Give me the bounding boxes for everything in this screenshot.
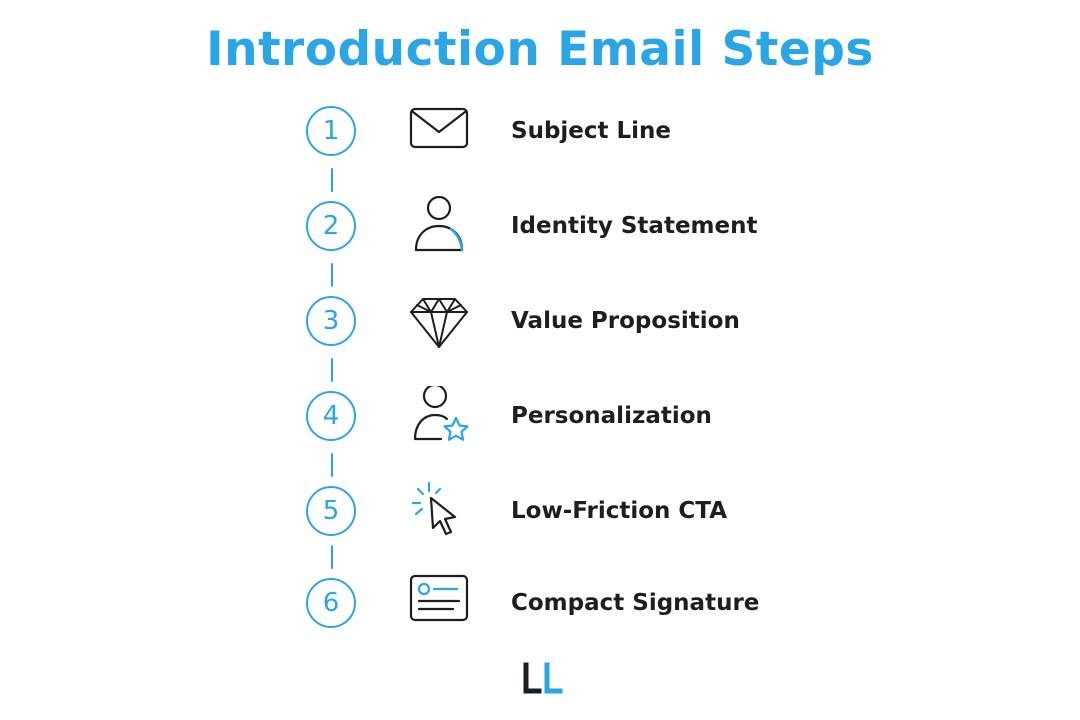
- step-item: 1 Subject Line: [0, 106, 1080, 160]
- step-connector: [331, 263, 333, 287]
- step-label: Compact Signature: [511, 590, 760, 616]
- person-icon: [405, 196, 475, 260]
- step-number: 5: [306, 486, 356, 536]
- step-label: Low-Friction CTA: [511, 498, 727, 524]
- step-number: 3: [306, 296, 356, 346]
- person-star-icon: [405, 386, 475, 450]
- step-number: 6: [306, 578, 356, 628]
- step-number: 4: [306, 391, 356, 441]
- step-connector: [331, 545, 333, 569]
- step-item: 5 Low-Friction CTA: [0, 481, 1080, 540]
- cursor-click-icon: [405, 481, 475, 545]
- step-item: 4 Personalization: [0, 386, 1080, 445]
- step-item: 2 Identity Statement: [0, 196, 1080, 255]
- step-label: Identity Statement: [511, 213, 758, 239]
- step-label: Value Proposition: [511, 308, 740, 334]
- ll-logo-icon: [520, 662, 566, 696]
- page-title: Introduction Email Steps: [206, 22, 874, 77]
- diamond-icon: [405, 291, 475, 355]
- step-item: 6 Compact Signature: [0, 574, 1080, 632]
- step-item: 3 Value Proposition: [0, 296, 1080, 350]
- step-number: 2: [306, 201, 356, 251]
- step-label: Personalization: [511, 403, 712, 429]
- envelope-icon: [405, 101, 475, 165]
- step-connector: [331, 453, 333, 477]
- step-connector: [331, 168, 333, 192]
- step-label: Subject Line: [511, 118, 672, 144]
- step-number: 1: [306, 106, 356, 156]
- step-connector: [331, 358, 333, 382]
- id-card-icon: [405, 573, 475, 637]
